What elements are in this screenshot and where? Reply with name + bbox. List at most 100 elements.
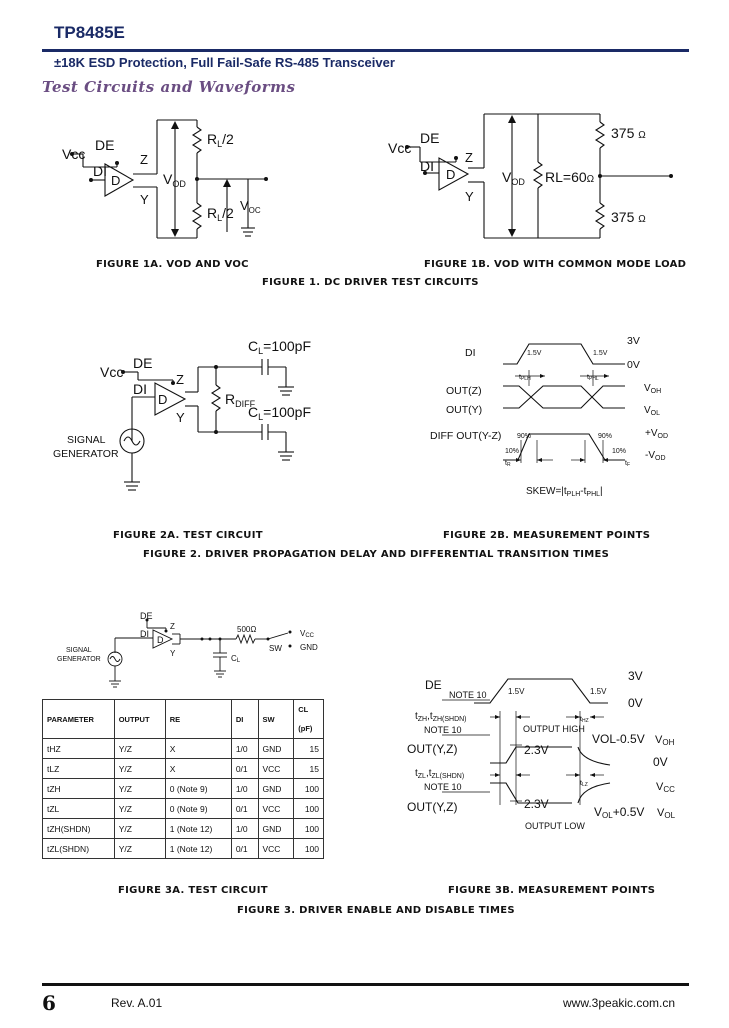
cell: GND — [257, 778, 295, 799]
voh-minus-label: VOL-0.5V — [592, 732, 645, 746]
figure-3a-caption: FIGURE 3A. TEST CIRCUIT — [118, 885, 268, 896]
90pct-left: 90% — [517, 433, 531, 440]
de-label: DE — [140, 611, 153, 621]
vcc-label: VCC — [300, 629, 315, 639]
cl-top-label: CL=100pF — [248, 338, 311, 356]
out-z-label: OUT(Z) — [446, 385, 482, 397]
header-parameter: PARAMETER — [42, 699, 115, 739]
cell: 100 — [293, 778, 324, 799]
cell: tHZ — [42, 738, 115, 759]
level-1-5v-fall: 1.5V — [590, 687, 607, 696]
figure-3-caption: FIGURE 3. DRIVER ENABLE AND DISABLE TIME… — [237, 905, 515, 916]
cell: Y/Z — [113, 778, 166, 799]
cell: X — [164, 758, 232, 779]
cell: 100 — [293, 838, 324, 859]
table-header-row: PARAMETER OUTPUT RE DI SW CL — [42, 699, 324, 739]
thz-label: tHZ — [580, 716, 589, 724]
cell: VCC — [257, 758, 295, 779]
10pct-left: 10% — [505, 448, 519, 455]
cell: 1/0 — [230, 738, 259, 759]
signal-label: SIGNAL — [67, 434, 106, 446]
tplh-label: tPLH — [519, 374, 531, 382]
z-label: Z — [465, 150, 473, 165]
10pct-right: 10% — [612, 448, 626, 455]
table-row: tZL(SHDN) Y/Z 1 (Note 12) 0/1 VCC 100 — [42, 838, 324, 859]
vcc-label: VCC — [656, 781, 675, 794]
vod-label: VOD — [163, 171, 186, 189]
rl-label: RL=60Ω — [545, 169, 595, 185]
cell: 1 (Note 12) — [164, 818, 232, 839]
cell: 0/1 — [230, 838, 259, 859]
cell: tZL(SHDN) — [42, 838, 115, 859]
cell: 1/0 — [230, 818, 259, 839]
cell: GND — [257, 738, 295, 759]
y-label: Y — [176, 410, 185, 425]
cell: Y/Z — [113, 798, 166, 819]
vcc-label: Vcc — [388, 140, 411, 156]
de-label: DE — [133, 355, 152, 371]
cell: 1/0 — [230, 778, 259, 799]
cell: 0 (Note 9) — [164, 778, 232, 799]
cell: VCC — [257, 798, 295, 819]
cell: 1 (Note 12) — [164, 838, 232, 859]
level-1-5v-rise: 1.5V — [508, 687, 525, 696]
de-label: DE — [420, 130, 439, 146]
tphl-label: tPHL — [587, 374, 599, 382]
level-1-5v-fall: 1.5V — [593, 350, 608, 357]
90pct-right: 90% — [598, 433, 612, 440]
di-label: DI — [420, 158, 434, 174]
table-row: tHZ Y/Z X 1/0 GND 15 — [42, 738, 324, 759]
note10-zl: NOTE 10 — [424, 782, 462, 792]
cell: 15 — [293, 758, 324, 779]
voc-label: VOC — [240, 198, 261, 215]
tf-label: tF — [625, 460, 630, 468]
r375-top-label: 375 Ω — [611, 125, 646, 141]
3v-label: 3V — [627, 335, 640, 347]
header-cl-unit: (pF) — [293, 719, 324, 739]
header-sw: SW — [257, 699, 295, 739]
header-di: DI — [230, 699, 259, 739]
z-label: Z — [170, 622, 175, 631]
cl-bottom-label: CL=100pF — [248, 404, 311, 422]
level-1-5v-rise: 1.5V — [527, 350, 542, 357]
website-link[interactable]: www.3peakic.com.cn — [563, 996, 676, 1010]
z-label: Z — [140, 152, 148, 167]
vol-label: VOL — [657, 807, 676, 820]
de-label: DE — [95, 137, 114, 153]
cell: 0/1 — [230, 798, 259, 819]
voh-label: VOH — [655, 734, 675, 747]
figure-2a-caption: FIGURE 2A. TEST CIRCUIT — [113, 530, 263, 541]
section-title: Test Circuits and Waveforms — [42, 78, 296, 96]
vcc-label: Vcc — [100, 364, 123, 380]
cell: tLZ — [42, 758, 115, 779]
cell: X — [164, 738, 232, 759]
page-number: 6 — [42, 991, 56, 1015]
cell: tZL — [42, 798, 115, 819]
cl-label: CL — [231, 654, 241, 664]
note10-zh: NOTE 10 — [424, 725, 462, 735]
footer-rule — [42, 983, 689, 986]
cell: VCC — [257, 838, 295, 859]
diff-out-label: DIFF OUT(Y-Z) — [430, 430, 501, 442]
figure-3b-waveforms: DE NOTE 10 1.5V 1.5V 3V 0V tZH,tZH(SHDN)… — [407, 669, 676, 831]
figure-1a-caption: FIGURE 1A. VOD AND VOC — [96, 259, 249, 270]
rl-top-label: RL/2 — [207, 131, 234, 149]
cell: Y/Z — [113, 738, 166, 759]
output-high-label: OUTPUT HIGH — [523, 724, 585, 734]
cell: 0/1 — [230, 758, 259, 779]
y-label: Y — [170, 649, 176, 658]
z-label: Z — [176, 372, 184, 387]
table-row: tZH Y/Z 0 (Note 9) 1/0 GND 100 — [42, 778, 324, 799]
header-output: OUTPUT — [113, 699, 166, 739]
resistor-label: 500Ω — [237, 625, 256, 634]
signal-label: SIGNAL — [66, 647, 92, 654]
2v3-low-label: 2.3V — [524, 797, 549, 811]
figure-2b-caption: FIGURE 2B. MEASUREMENT POINTS — [443, 530, 651, 541]
tlz-label: tLZ — [580, 780, 588, 788]
out-y-label: OUT(Y) — [446, 404, 482, 416]
di-label: DI — [140, 629, 149, 639]
cell: tZH(SHDN) — [42, 818, 115, 839]
table-row: tZL Y/Z 0 (Note 9) 0/1 VCC 100 — [42, 798, 324, 819]
di-label: DI — [465, 347, 476, 359]
driver-label: D — [446, 167, 455, 182]
